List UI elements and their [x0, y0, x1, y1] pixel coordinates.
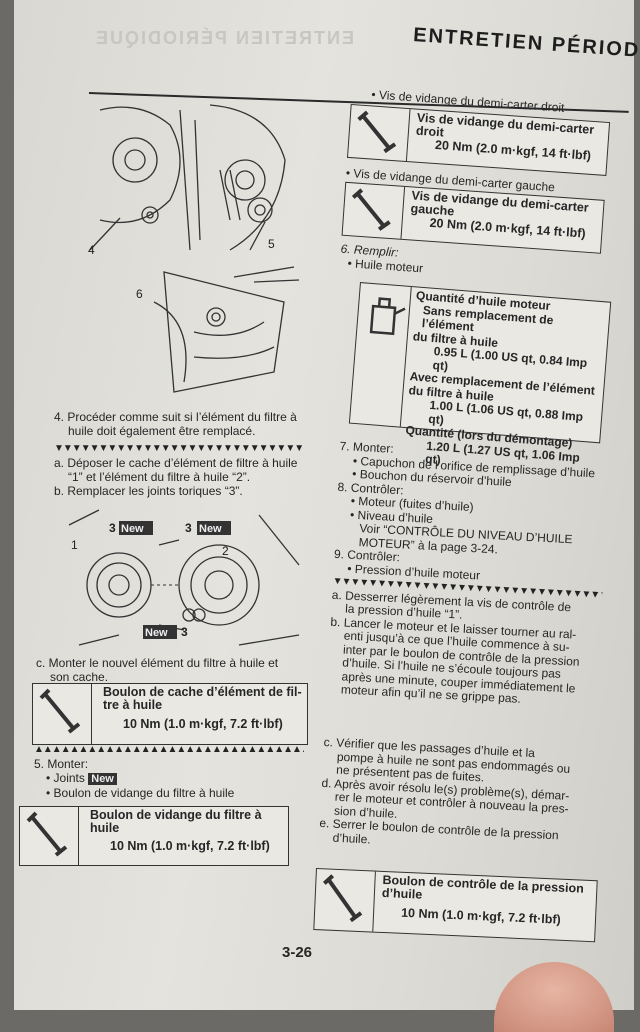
figure-label-4: 4: [88, 243, 95, 257]
wrench-icon: [33, 684, 92, 744]
step-4-line1: 4. Procéder comme suit si l’élément du f…: [54, 410, 297, 424]
oil-can-icon: [349, 283, 412, 427]
spec-title-line1: Boulon de vidange du filtre à: [90, 808, 262, 822]
page-header: ENTRETIEN PÉRIODIQU: [412, 24, 640, 65]
engine-figure-middle: 6: [136, 266, 300, 393]
figure-label-6: 6: [136, 287, 143, 301]
torque-spec-cache: Boulon de cache d’élément de fil- tre à …: [32, 683, 308, 745]
separator-triangles: ▼▼▼▼▼▼▼▼▼▼▼▼▼▼▼▼▼▼▼▼▼▼▼▼▼▼▼▼▼▼▼▼▼▼▼▼: [54, 443, 304, 454]
spec-title-line2: huile: [90, 821, 120, 835]
new-badge-joints: New: [88, 773, 117, 785]
spec-title-line2: tre à huile: [103, 698, 163, 712]
torque-spec-gauche: Vis de vidange du demi-carter gauche 20 …: [341, 181, 605, 254]
step-4-line2: huile doit également être remplacé.: [68, 424, 256, 438]
oil-filter-figure: New 3 New 3 1 2 New 3: [68, 509, 300, 646]
wrench-icon: [348, 105, 411, 162]
figure-label-5: 5: [268, 237, 275, 251]
step-c-line1: c. Monter le nouvel élément du filtre à …: [36, 656, 279, 670]
callout-3c: 3: [181, 625, 188, 639]
bleed-through-text: ENTRETIEN PÉRIODIQUE: [94, 28, 355, 48]
page-number: 3-26: [282, 944, 313, 961]
step-a-line2: “1” et l’élément du filtre à huile “2”.: [68, 470, 251, 484]
engine-figure-top: 4 5: [88, 104, 286, 257]
step-c: c. Monter le nouvel élément du filtre à …: [36, 656, 278, 684]
callout-3a: 3: [109, 521, 116, 535]
callout-2: 2: [222, 544, 229, 558]
left-column-bottom: ▲▲▲▲▲▲▲▲▲▲▲▲▲▲▲▲▲▲▲▲▲▲▲▲▲▲▲▲▲▲▲▲▲▲▲▲▲▲▲ …: [34, 743, 304, 800]
manual-page: ENTRETIEN PÉRIODIQUE ENTRETIEN PÉRIODIQU…: [14, 0, 640, 1032]
torque-spec-vidange-filtre: Boulon de vidange du filtre à huile 10 N…: [19, 806, 289, 866]
wrench-icon: [314, 869, 376, 932]
spec-value: 10 Nm (1.0 m·kgf, 7.2 ft·lbf): [400, 905, 562, 927]
step-a-line1: a. Déposer le cache d’élément de filtre …: [54, 456, 298, 470]
spec-value: 10 Nm (1.0 m·kgf, 7.2 ft·lbf): [123, 717, 283, 731]
oil-quantity-spec: Quantité d’huile moteur Sans remplacemen…: [348, 282, 612, 467]
torque-spec-droit: Vis de vidange du demi-carter droit 20 N…: [346, 103, 611, 176]
new-badge-1: New: [121, 523, 144, 535]
spec-title-line1: Boulon de cache d’élément de fil-: [103, 685, 302, 699]
new-badge-3: New: [145, 627, 168, 639]
spec-value: 10 Nm (1.0 m·kgf, 7.2 ft·lbf): [110, 839, 270, 853]
separator-triangles-2: ▲▲▲▲▲▲▲▲▲▲▲▲▲▲▲▲▲▲▲▲▲▲▲▲▲▲▲▲▲▲▲▲▲▲▲▲▲▲▲: [34, 744, 304, 755]
joints-label: Joints: [46, 771, 85, 785]
new-badge-2: New: [199, 523, 222, 535]
callout-3b: 3: [185, 521, 192, 535]
thumb: [494, 962, 614, 1032]
step-c-line2: son cache.: [50, 670, 109, 684]
step-5: 5. Monter:: [34, 757, 89, 771]
wrench-icon: [342, 182, 406, 239]
torque-spec-pression: Boulon de contrôle de la pression d’huil…: [313, 868, 598, 943]
wrench-icon: [20, 807, 79, 865]
bullet-boulon: Boulon de vidange du filtre à huile: [34, 786, 304, 800]
left-column-top: 4. Procéder comme suit si l’élément du f…: [54, 410, 304, 498]
step-b: b. Remplacer les joints toriques “3”.: [54, 484, 243, 498]
callout-1: 1: [71, 538, 78, 552]
